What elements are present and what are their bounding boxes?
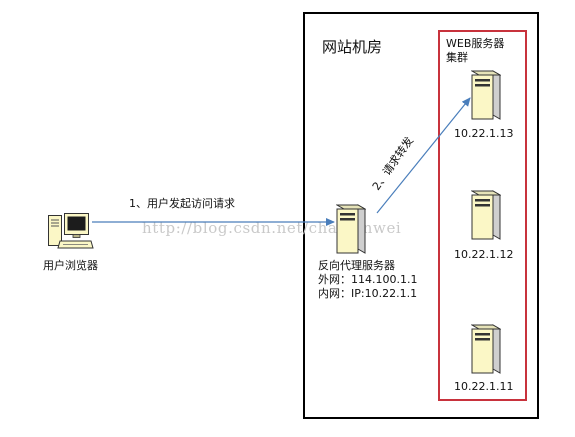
server-icon (470, 70, 502, 120)
forward-arrow-label: 2、请求转发 (369, 134, 416, 193)
cluster-title-line1: WEB服务器 (446, 37, 505, 50)
server-icon (470, 324, 502, 374)
proxy-external-ip: 外网：114.100.1.1 (318, 273, 418, 286)
cluster-title-line2: 集群 (446, 51, 468, 64)
server-ip-label: 10.22.1.12 (454, 248, 514, 261)
datacenter-box (303, 12, 539, 419)
watermark: http://blog.csdn.net/chaofanwei (142, 219, 402, 237)
server-icon (470, 190, 502, 240)
server-icon (335, 204, 367, 254)
datacenter-title: 网站机房 (322, 38, 383, 56)
forward-arrow (376, 97, 471, 214)
web-cluster-box (438, 30, 527, 401)
request-arrow-label: 1、用户发起访问请求 (129, 197, 235, 210)
proxy-label: 反向代理服务器 (318, 259, 395, 272)
computer-icon (48, 210, 94, 254)
server-ip-label: 10.22.1.11 (454, 380, 514, 393)
server-ip-label: 10.22.1.13 (454, 127, 514, 140)
proxy-internal-ip: 内网：IP:10.22.1.1 (318, 287, 418, 300)
browser-label: 用户浏览器 (43, 259, 98, 272)
